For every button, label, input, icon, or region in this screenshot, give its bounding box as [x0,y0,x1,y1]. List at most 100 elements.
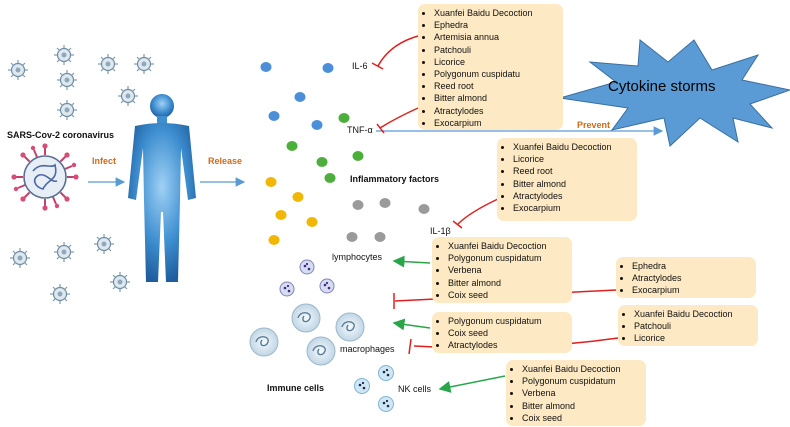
herb-item: Xuanfei Baidu Decoction [634,308,752,320]
herb-item: Coix seed [522,412,640,424]
lymphocyte-icon [299,259,315,275]
herb-item: Atractylodes [632,272,750,284]
cytokine-dot [294,92,306,102]
herb-item: Bitter almond [513,178,631,190]
herb-box-macrophage-inhibit: Xuanfei Baidu Decoction Patchouli Licori… [618,305,758,346]
cytokine-dot [306,217,318,227]
macrophage-icon [335,312,365,342]
tnf-label: TNF-α [347,125,373,135]
herb-box-il6-tnf: Xuanfei Baidu Decoction Ephedra Artemisi… [418,4,563,130]
lymphocyte-icon [279,281,295,297]
lymphocytes-label: lymphocytes [332,252,383,262]
macrophage-cells [249,303,365,366]
cytokine-dot [379,198,391,208]
herb-box-lymphocyte-inhibit: Ephedra Atractylodes Exocarpium [616,257,756,298]
inflammatory-factors-label: Inflammatory factors [350,174,440,184]
inflammatory-factor-dots [260,62,430,245]
cytokine-dot [374,232,386,242]
nk-cell-icon [378,396,394,412]
cytokine-dot [418,204,430,214]
herb-item: Polygonum cuspidatum [448,315,566,327]
nk-cell-icon [378,365,394,381]
herb-item: Ephedra [632,260,750,272]
immune-cells-label: Immune cells [267,383,325,393]
cytokine-dot [346,232,358,242]
herb-item: Coix seed [448,327,566,339]
virus-icon [56,69,78,91]
cytokine-dot [352,151,364,161]
virus-icon [53,241,75,263]
human-body-icon [128,94,196,282]
macrophage-icon [249,327,279,357]
activate-macrophage-arrow [392,318,431,331]
herb-item: Polygonum cuspidatum [522,375,640,387]
herb-item: Polygonum cuspidatum [448,252,566,264]
virus-icon [7,59,29,81]
cytokine-dot [338,113,350,123]
herb-item: Ephedra [434,19,557,31]
activate-lymphocyte-arrow [392,255,431,268]
virus-icon [56,99,78,121]
herb-item: Artemisia annua [434,31,557,43]
nk-cells-label: NK cells [398,384,432,394]
macrophage-icon [291,303,321,333]
lymphocyte-cells [279,259,335,297]
virus-icon [117,85,139,107]
virus-icon [49,283,71,305]
herb-item: Reed root [434,80,557,92]
release-label: Release [208,156,243,166]
herb-item: Verbena [448,264,566,276]
herb-item: Licorice [513,153,631,165]
cytokine-dot [275,210,287,220]
virus-icon [97,53,119,75]
virus-icon [109,271,131,293]
cytokine-dot [268,111,280,121]
herb-item: Xuanfei Baidu Decoction [448,240,566,252]
herb-item: Exocarpium [513,202,631,214]
herb-item: Xuanfei Baidu Decoction [513,141,631,153]
inhibit-tnf-line [379,107,419,129]
herb-item: Bitter almond [522,400,640,412]
herb-item: Licorice [634,332,752,344]
virus-icon [9,247,31,269]
nk-cell-icon [354,378,370,394]
herb-item: Coix seed [448,289,566,301]
cytokine-dot [352,200,364,210]
cytokine-dot [286,141,298,151]
herb-item: Atractylodes [513,190,631,202]
virus-icon [93,233,115,255]
cytokine-storm-burst [559,39,790,147]
coronavirus-icon [11,143,79,211]
cytokine-storms-label: Cytokine storms [608,78,716,95]
lymphocyte-icon [319,278,335,294]
herb-item: Reed root [513,165,631,177]
herb-item: Patchouli [634,320,752,332]
macrophage-icon [306,336,336,366]
herb-item: Exocarpium [632,284,750,296]
cytokine-dot [322,63,334,73]
virus-icon [133,53,155,75]
herb-item: Exocarpium [434,117,557,129]
herb-box-lymphocyte-activate: Xuanfei Baidu Decoction Polygonum cuspid… [432,237,572,303]
cytokine-dot [324,173,336,183]
il6-label: IL-6 [352,61,368,71]
herb-item: Atractylodes [448,339,566,351]
herb-item: Licorice [434,56,557,68]
herb-box-nk-activate: Xuanfei Baidu Decoction Polygonum cuspid… [506,360,646,426]
macrophages-label: macrophages [340,344,395,354]
cytokine-dot [268,235,280,245]
herb-item: Xuanfei Baidu Decoction [522,363,640,375]
herb-item: Xuanfei Baidu Decoction [434,7,557,19]
herb-box-macrophage-activate: Polygonum cuspidatum Coix seed Atractylo… [432,312,572,353]
herb-item: Verbena [522,387,640,399]
herb-item: Patchouli [434,44,557,56]
herb-item: Polygonum cuspidatu [434,68,557,80]
herb-item: Bitter almond [448,277,566,289]
prevent-label: Prevent [577,120,611,130]
inhibit-il6-line [377,35,419,67]
herb-box-il1b: Xuanfei Baidu Decoction Licorice Reed ro… [497,138,637,221]
activation-arrows [392,255,506,393]
infect-label: Infect [92,156,117,166]
